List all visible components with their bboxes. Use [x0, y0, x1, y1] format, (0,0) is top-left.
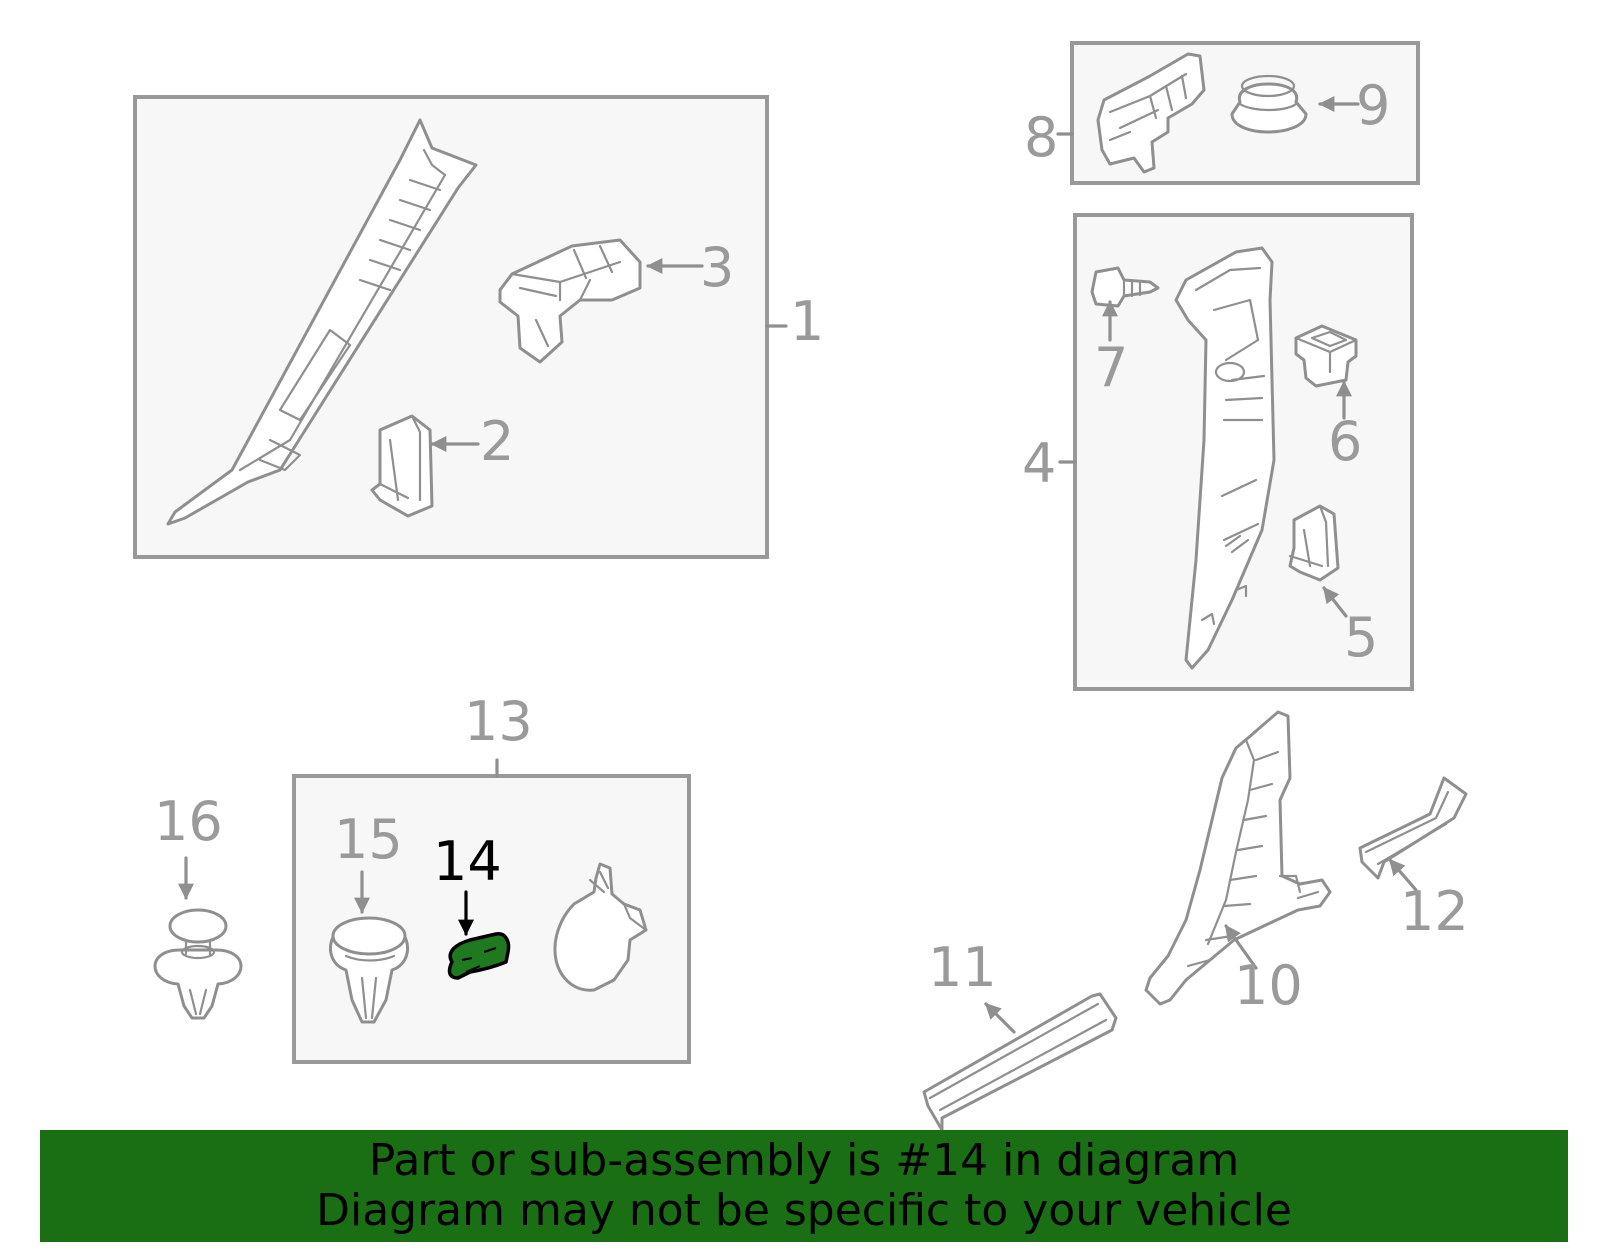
callout-2: 2: [480, 410, 514, 473]
callout-15: 15: [334, 808, 403, 871]
part-5-clip[interactable]: [1288, 504, 1340, 582]
part-12-sill-plate[interactable]: [1358, 776, 1468, 880]
callout-4: 4: [1022, 432, 1056, 495]
info-banner: Part or sub-assembly is #14 in diagram D…: [40, 1130, 1568, 1242]
callout-10: 10: [1234, 954, 1303, 1017]
part-8-bracket[interactable]: [1096, 52, 1206, 174]
group-box-1: [133, 95, 769, 559]
callout-5: 5: [1344, 606, 1378, 669]
part-4-pillar-trim[interactable]: [1174, 246, 1276, 670]
group-box-4: [1073, 213, 1414, 691]
part-6-clip[interactable]: [1294, 324, 1358, 388]
part-7-screw[interactable]: [1090, 266, 1160, 308]
part-2-clip[interactable]: [370, 414, 434, 518]
leader-lines: [178, 96, 1418, 1034]
callout-13: 13: [464, 690, 533, 753]
part-14-highlighted[interactable]: [447, 932, 511, 980]
callout-14-highlighted: 14: [433, 830, 502, 893]
callout-16: 16: [154, 790, 223, 853]
callout-8: 8: [1024, 106, 1058, 169]
banner-line-disclaimer: Diagram may not be specific to your vehi…: [316, 1185, 1292, 1236]
group-box-13: [292, 774, 691, 1064]
part-11-sill-plate[interactable]: [922, 992, 1118, 1132]
part-cover[interactable]: [553, 862, 648, 992]
callout-1: 1: [790, 290, 824, 353]
part-16-push-clip[interactable]: [153, 908, 243, 1020]
part-3-bracket[interactable]: [498, 238, 642, 364]
group-box-8: [1070, 41, 1420, 185]
banner-line-part: Part or sub-assembly is #14 in diagram: [368, 1135, 1240, 1186]
callout-12: 12: [1400, 880, 1469, 943]
callout-6: 6: [1328, 410, 1362, 473]
part-1-pillar-trim[interactable]: [166, 118, 478, 526]
callout-7: 7: [1094, 336, 1128, 399]
callout-3: 3: [700, 236, 734, 299]
part-15-push-clip[interactable]: [329, 916, 409, 1024]
callout-11: 11: [928, 936, 997, 999]
part-9-grommet[interactable]: [1230, 74, 1308, 134]
callout-9: 9: [1356, 74, 1390, 137]
callout-numbers: 1 2 3 4 5 6 7 8 9 10 11 12 13 14 15 16: [154, 74, 1469, 1017]
